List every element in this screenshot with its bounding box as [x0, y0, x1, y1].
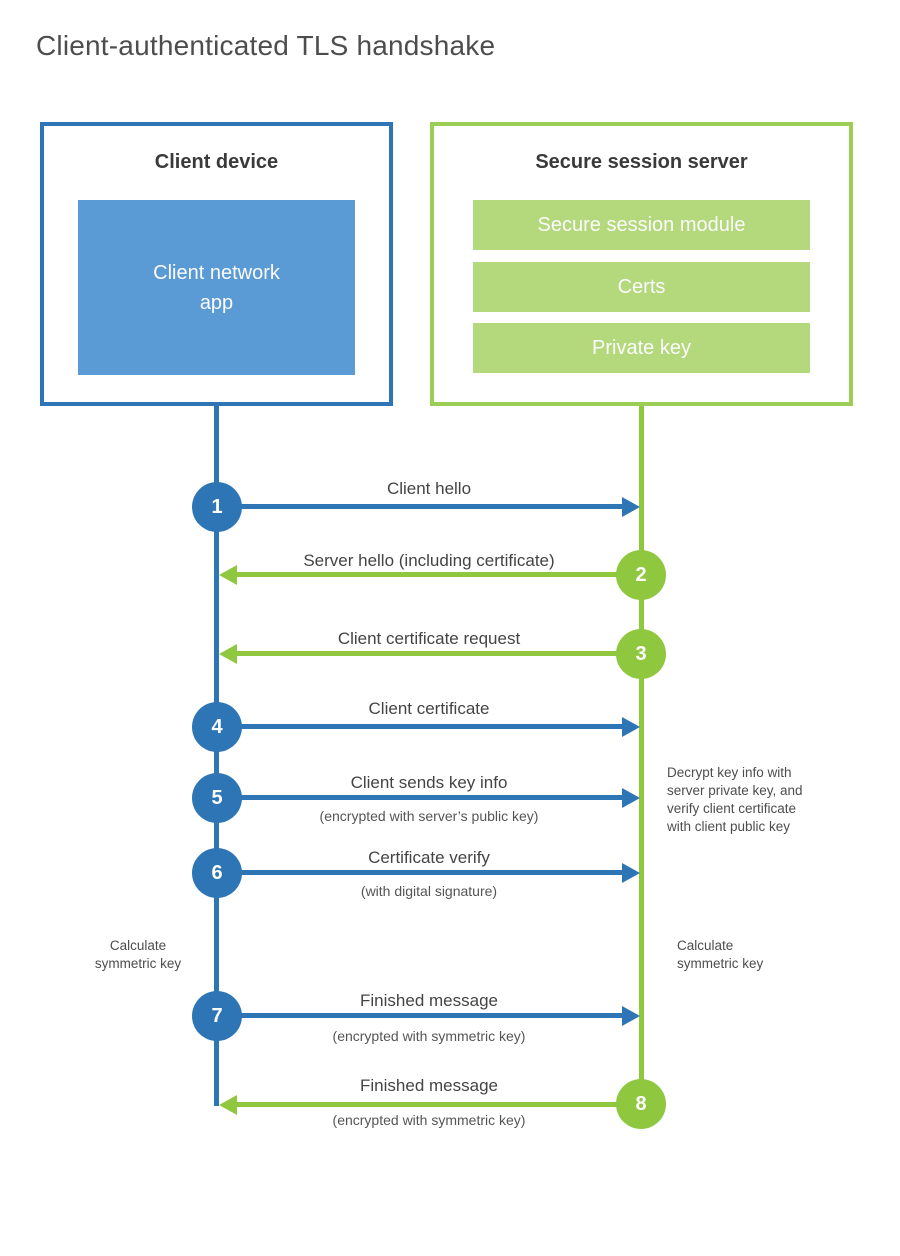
step-4-label: Client certificate — [368, 699, 490, 718]
step-8-circle: 8 — [616, 1079, 666, 1129]
client-lifeline — [214, 406, 219, 1106]
step-5-sublabel: (encrypted with server’s public key) — [319, 808, 539, 824]
step-8-arrow-shaft — [237, 1102, 641, 1107]
step-2-circle: 2 — [616, 550, 666, 600]
calculate-symmetric-key-server: Calculate symmetric key — [677, 938, 764, 971]
step-3-arrow-shaft — [237, 651, 641, 656]
step-3-label: Client certificate request — [337, 629, 521, 648]
server-module-private-key: Private key — [473, 323, 810, 373]
server-module-certs: Certs — [473, 262, 810, 312]
step-2-label: Server hello (including certificate) — [303, 551, 555, 570]
server-lifeline — [639, 406, 644, 1106]
step-6-arrowhead-icon — [622, 863, 640, 883]
step-7-arrow-shaft — [217, 1013, 622, 1018]
client-device-title: Client device — [154, 151, 279, 173]
step-5-label: Client sends key info — [350, 773, 508, 792]
step-5-circle: 5 — [192, 773, 242, 823]
step-4-arrow-shaft — [217, 724, 622, 729]
step-5-arrow-shaft — [217, 795, 622, 800]
step-4-circle: 4 — [192, 702, 242, 752]
step-7-sublabel: (encrypted with symmetric key) — [332, 1028, 526, 1044]
step-4-arrowhead-icon — [622, 717, 640, 737]
step-8-arrowhead-icon — [219, 1095, 237, 1115]
step-2-arrow-shaft — [237, 572, 641, 577]
step-6-circle: 6 — [192, 848, 242, 898]
step-2-arrowhead-icon — [219, 565, 237, 585]
secure-session-server-title: Secure session server — [535, 151, 748, 173]
step-6-arrow-shaft — [217, 870, 622, 875]
step-6-label: Certificate verify — [368, 848, 490, 867]
step-1-circle: 1 — [192, 482, 242, 532]
step-3-circle: 3 — [616, 629, 666, 679]
step-1-arrowhead-icon — [622, 497, 640, 517]
step-7-circle: 7 — [192, 991, 242, 1041]
step-8-sublabel: (encrypted with symmetric key) — [332, 1112, 526, 1128]
step-6-sublabel: (with digital signature) — [360, 883, 498, 899]
step-7-arrowhead-icon — [622, 1006, 640, 1026]
step-7-label: Finished message — [360, 991, 498, 1010]
step-1-label: Client hello — [386, 479, 472, 498]
page-title: Client-authenticated TLS handshake — [36, 30, 496, 61]
step-3-arrowhead-icon — [219, 644, 237, 664]
step-1-arrow-shaft — [217, 504, 622, 509]
client-network-app-box: Client network app — [78, 200, 355, 375]
step-5-arrowhead-icon — [622, 788, 640, 808]
step-8-label: Finished message — [360, 1076, 498, 1095]
calculate-symmetric-key-client: Calculate symmetric key — [94, 938, 182, 971]
decrypt-note: Decrypt key info with server private key… — [667, 765, 803, 834]
server-module-secure-session-module: Secure session module — [473, 200, 810, 250]
